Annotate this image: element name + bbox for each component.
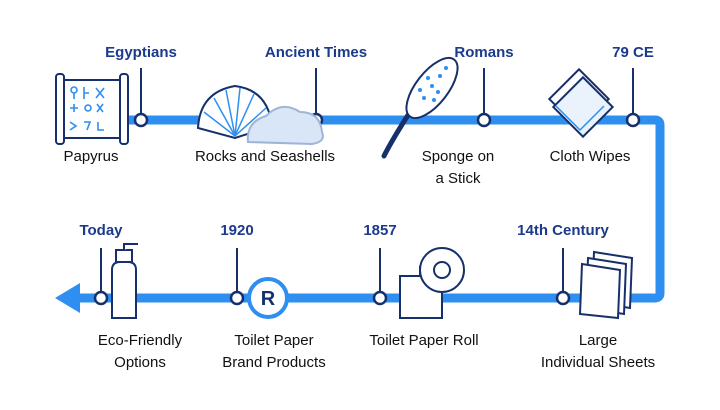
toilet-paper-roll-icon: [399, 247, 465, 319]
seashell-rock-icon: [196, 84, 324, 146]
item-label-line: Large: [578, 332, 618, 349]
node-1857: [372, 290, 388, 306]
era-label: 1920: [220, 222, 254, 239]
eco-bottle-icon: [111, 243, 138, 319]
registered-mark: R: [261, 288, 276, 310]
papyrus-scroll-icon: [55, 73, 129, 145]
item-label: Papyrus: [63, 148, 119, 165]
item-label-line: Toilet Paper: [234, 332, 314, 349]
timeline-track: [75, 115, 665, 303]
item-label: Large Individual Sheets: [541, 330, 655, 374]
era-label: 14th Century: [517, 222, 609, 239]
item-label-line: Individual Sheets: [540, 354, 656, 371]
era-label: Romans: [454, 44, 514, 61]
node-1920: [229, 290, 245, 306]
era-label: Today: [79, 222, 123, 239]
item-label: Eco-Friendly Options: [98, 330, 182, 374]
era-label: Egyptians: [105, 44, 177, 61]
node-today: [93, 290, 109, 306]
item-label: Sponge on a Stick: [422, 146, 495, 190]
sponge-stick-icon: [381, 56, 459, 159]
node-14th-century: [555, 290, 571, 306]
item-label: Cloth Wipes: [549, 148, 631, 165]
item-label-line: Options: [114, 354, 166, 371]
paper-sheets-icon: [578, 250, 634, 320]
node-romans: [476, 112, 492, 128]
item-label: Toilet Paper Roll: [369, 332, 479, 349]
timeline-nodes: [93, 112, 641, 306]
era-label: Ancient Times: [264, 44, 368, 61]
item-label-line: Eco-Friendly: [97, 332, 183, 349]
item-label: Toilet Paper Brand Products: [222, 330, 325, 374]
top-connectors: [100, 68, 634, 291]
item-label-line: Brand Products: [222, 354, 326, 371]
era-label: 1857: [363, 222, 397, 239]
item-label-line: a Stick: [435, 170, 481, 187]
item-label-line: Sponge on: [421, 148, 495, 165]
registered-brand-icon: [247, 277, 289, 319]
cloth-wipes-icon: [547, 67, 615, 139]
era-label: 79 CE: [612, 44, 654, 61]
node-egyptians: [133, 112, 149, 128]
node-79ce: [625, 112, 641, 128]
item-label: Rocks and Seashells: [194, 148, 336, 165]
timeline-arrow-head: [55, 283, 80, 313]
